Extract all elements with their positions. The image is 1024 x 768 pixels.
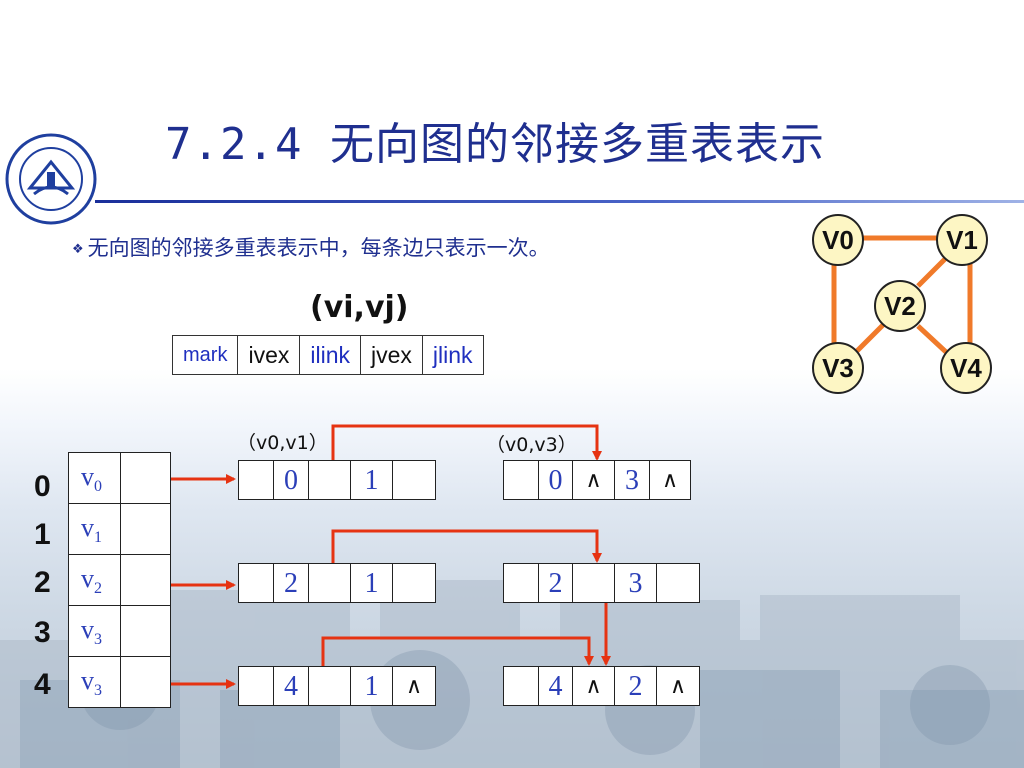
index-label: 2 xyxy=(34,566,51,599)
index-label: 1 xyxy=(34,518,51,551)
vertex-cell: v3 xyxy=(68,605,121,657)
graph-node-v3: V3 xyxy=(812,342,864,394)
field-ivex: ivex xyxy=(237,335,301,375)
field-mark: mark xyxy=(171,335,239,375)
firstedge-cell xyxy=(120,605,171,657)
field-ilink: ilink xyxy=(299,335,361,375)
graph-node-v0: V0 xyxy=(812,214,864,266)
graph-node-label: V3 xyxy=(822,353,854,383)
index-label: 0 xyxy=(34,470,51,503)
link-arrows xyxy=(321,424,611,679)
edge-ilink-cell xyxy=(572,563,615,603)
vertex-cell: v3 xyxy=(68,656,121,708)
vertex-cell: v0 xyxy=(68,452,121,504)
field-jvex: jvex xyxy=(359,335,423,375)
edge-jlink-cell xyxy=(656,563,700,603)
edge-ivex-cell: 0 xyxy=(538,460,573,500)
edge-mark-cell xyxy=(238,666,274,706)
edge-mark-cell xyxy=(238,563,274,603)
edge-jlink-cell: ∧ xyxy=(392,666,436,706)
edge-ivex-cell: 4 xyxy=(538,666,573,706)
edge-v2-v4 xyxy=(916,324,948,354)
graph-nodes: V0 V1 V2 V3 V4 xyxy=(812,214,992,394)
edge-mark-cell xyxy=(503,460,539,500)
edge-jlink-cell: ∧ xyxy=(649,460,691,500)
university-seal-logo xyxy=(5,133,97,225)
edge-mark-cell xyxy=(503,563,539,603)
arrow-ilink-v2v1-to-v2v3 xyxy=(331,529,602,577)
bullet-point: ❖无向图的邻接多重表表示中，每条边只表示一次。 xyxy=(72,232,550,262)
graph-node-label: V1 xyxy=(946,225,978,255)
edge-mark-cell xyxy=(238,460,274,500)
title-underline xyxy=(95,200,1024,203)
edge-ivex-cell: 2 xyxy=(273,563,309,603)
edge-jvex-cell: 3 xyxy=(614,460,650,500)
edge-ilink-cell: ∧ xyxy=(572,666,615,706)
graph-node-label: V4 xyxy=(950,353,982,383)
firstedge-cell xyxy=(120,554,171,606)
edge-v2-v3 xyxy=(854,322,886,354)
field-jlink: jlink xyxy=(421,335,484,375)
edge-label-v0-v1: （v0,v1） xyxy=(237,432,328,454)
edge-ivex-cell: 0 xyxy=(273,460,309,500)
graph-node-label: V0 xyxy=(822,225,854,255)
graph-node-v4: V4 xyxy=(940,342,992,394)
diamond-bullet-icon: ❖ xyxy=(72,242,84,257)
edge-ivex-cell: 2 xyxy=(538,563,573,603)
bullet-text: 无向图的邻接多重表表示中，每条边只表示一次。 xyxy=(87,236,550,260)
edge-node-label: (vi,vj) xyxy=(310,290,409,325)
edge-ilink-cell xyxy=(308,563,351,603)
edge-jvex-cell: 2 xyxy=(614,666,657,706)
edge-jvex-cell: 1 xyxy=(350,666,393,706)
arrow-ilink-v4v1-to-v4v2 xyxy=(321,636,594,679)
edge-jvex-cell: 3 xyxy=(614,563,657,603)
edge-label-v0-v3: （v0,v3） xyxy=(486,434,577,456)
edge-jvex-cell: 1 xyxy=(350,563,393,603)
firstedge-cell xyxy=(120,452,171,504)
edge-v1-v2 xyxy=(916,256,948,288)
graph-edges xyxy=(831,235,973,354)
graph-node-v1: V1 xyxy=(936,214,988,266)
edge-mark-cell xyxy=(503,666,539,706)
edge-ivex-cell: 4 xyxy=(273,666,309,706)
edge-node-structure: mark ivex ilink jvex jlink xyxy=(171,335,484,375)
edge-jvex-cell: 1 xyxy=(350,460,393,500)
firstedge-cell xyxy=(120,503,171,555)
index-label: 4 xyxy=(34,668,51,701)
graph-node-v2: V2 xyxy=(874,280,926,332)
edge-ilink-cell: ∧ xyxy=(572,460,615,500)
graph-node-label: V2 xyxy=(884,291,916,321)
edge-ilink-cell xyxy=(308,460,351,500)
page-title: 7.2.4 无向图的邻接多重表表示 xyxy=(165,119,825,170)
edge-ilink-cell xyxy=(308,666,351,706)
firstedge-cell xyxy=(120,656,171,708)
vertex-cell: v2 xyxy=(68,554,121,606)
vertex-cell: v1 xyxy=(68,503,121,555)
edge-jlink-cell xyxy=(392,563,436,603)
arrow-ilink-v0v1-to-v0v3 xyxy=(331,424,602,485)
edge-jlink-cell xyxy=(392,460,436,500)
index-label: 3 xyxy=(34,616,51,649)
edge-jlink-cell: ∧ xyxy=(656,666,700,706)
